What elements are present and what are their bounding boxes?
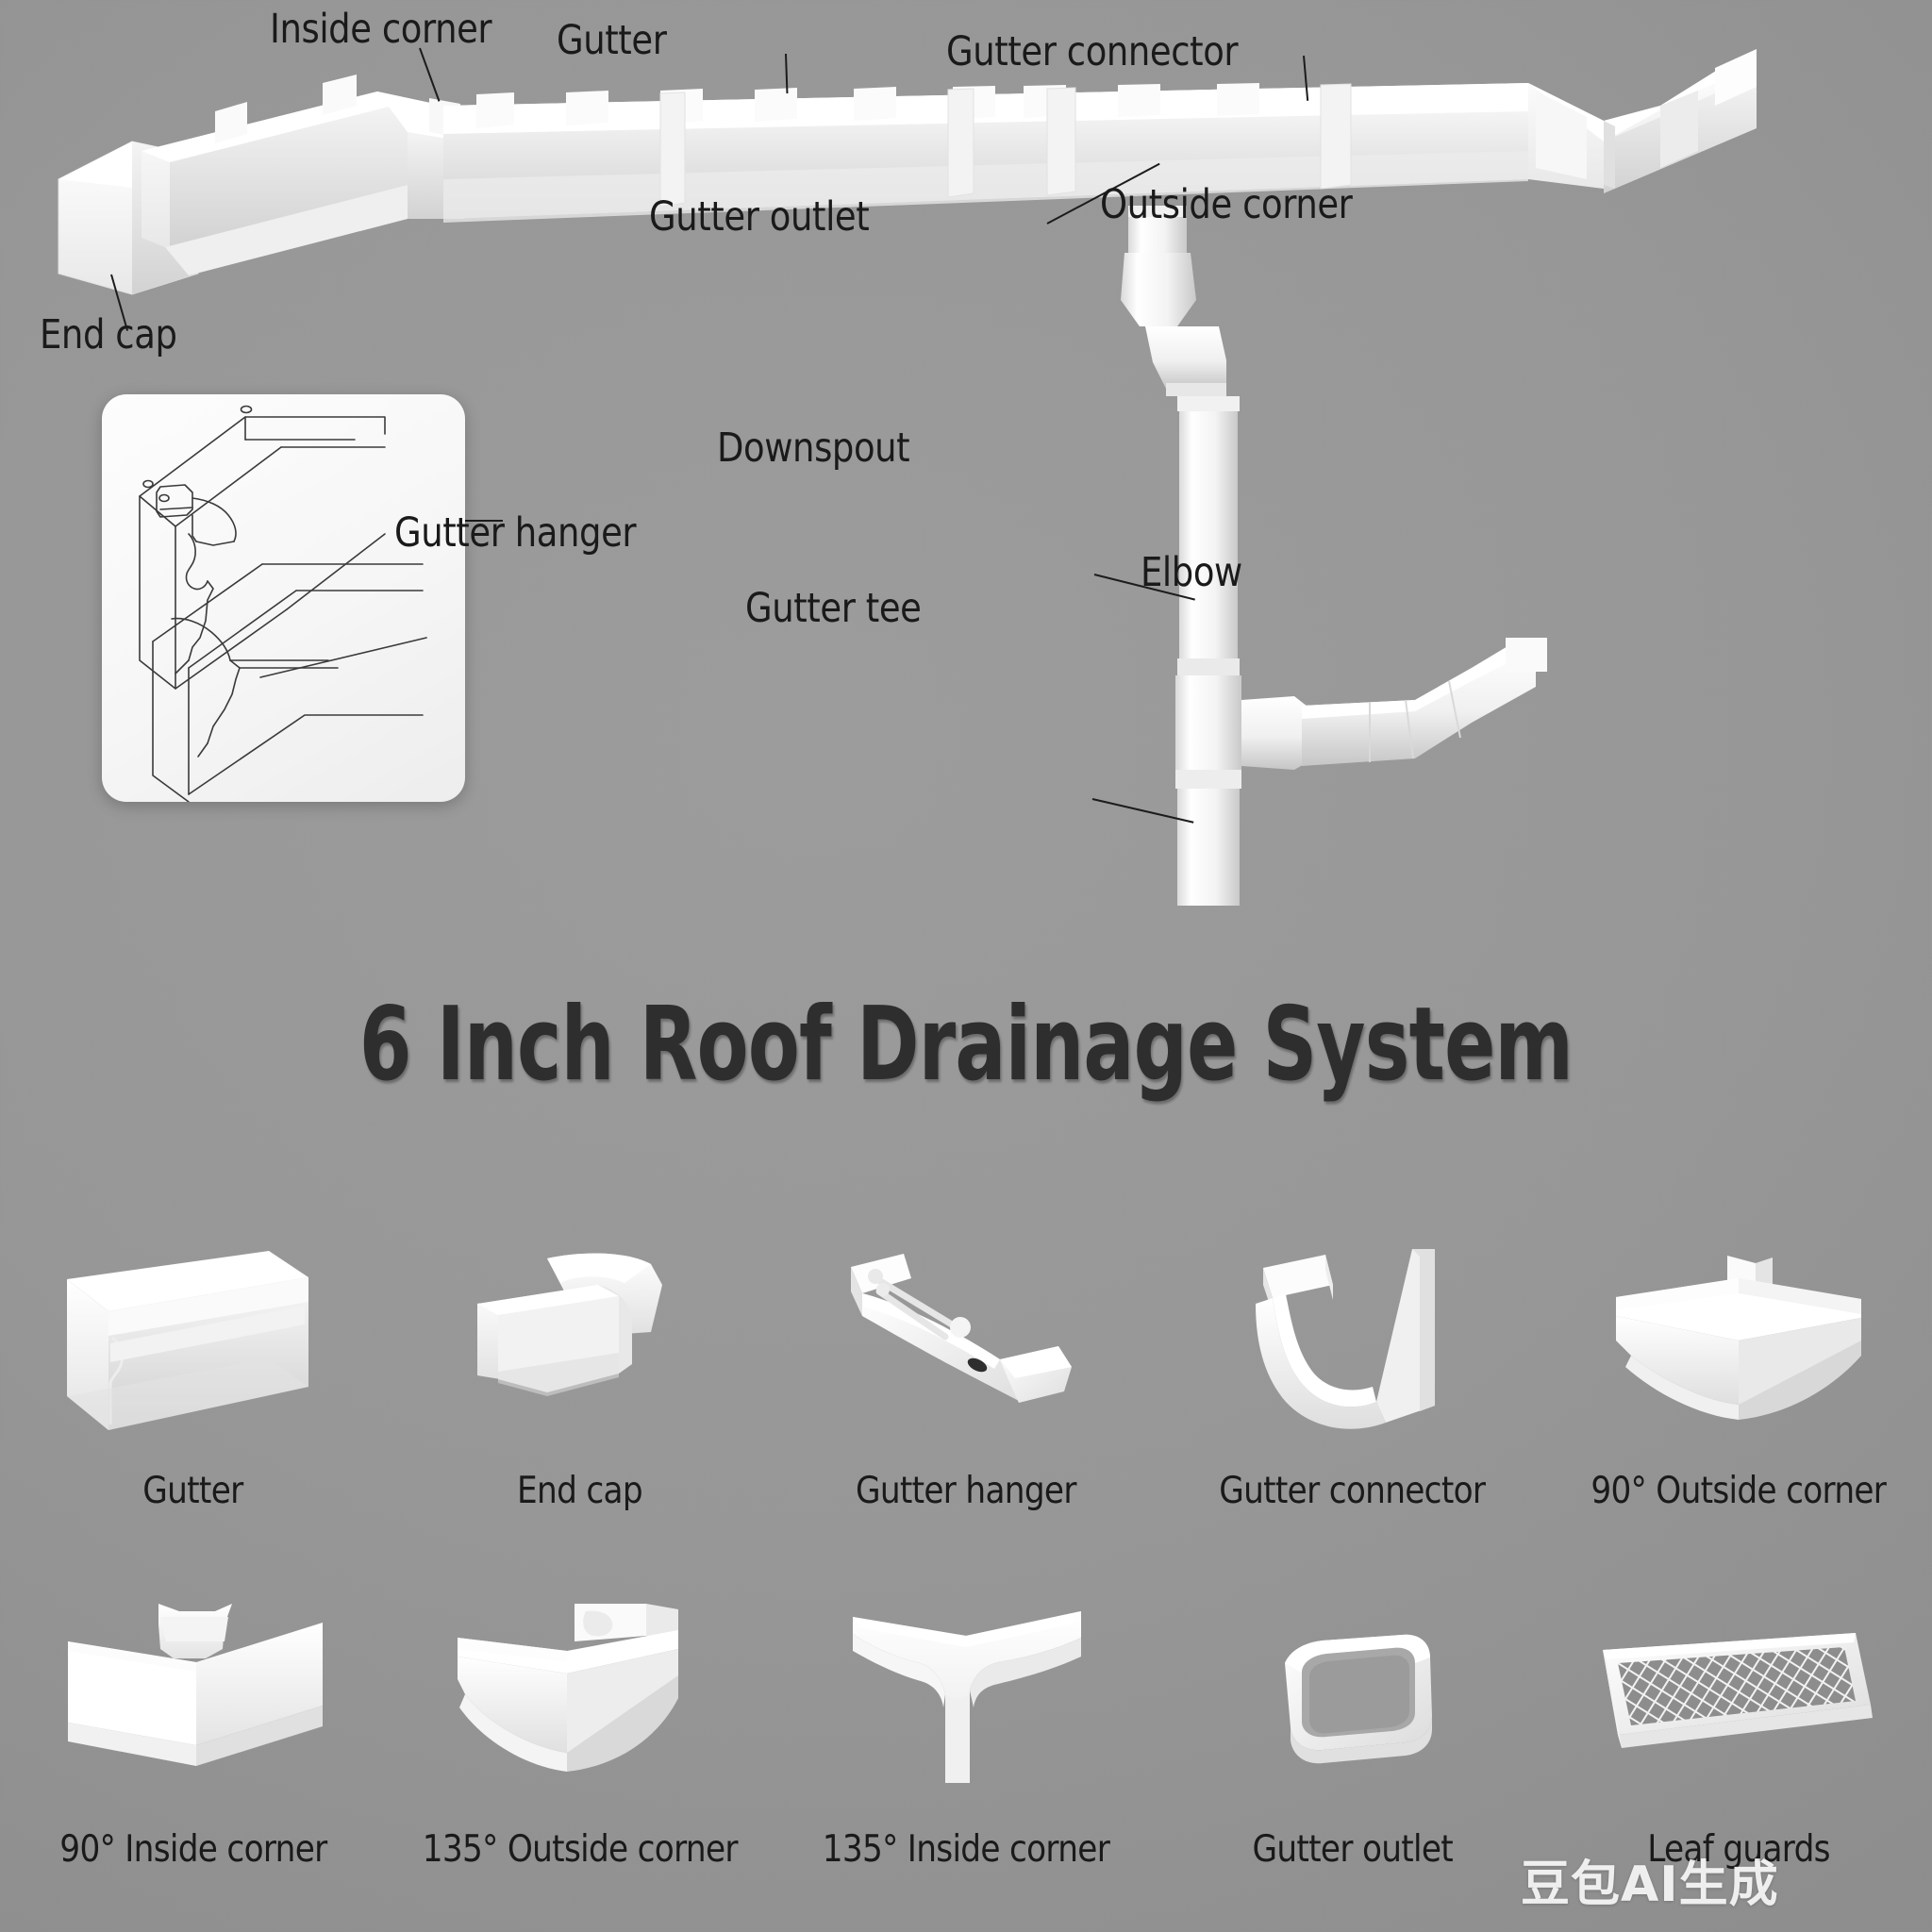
part-card-inside-corner-90[interactable]: 90° Inside corner — [0, 1585, 387, 1932]
outside-corner-135-art — [387, 1585, 774, 1821]
part-card-gutter[interactable]: Gutter — [0, 1226, 387, 1575]
diagram-elbow — [1302, 638, 1547, 766]
diagram-gutter-tee — [1175, 675, 1321, 906]
label-outside-corner: Outside corner — [1100, 181, 1353, 228]
label-downspout: Downspout — [717, 425, 910, 472]
label-end-cap: End cap — [40, 311, 177, 358]
end-cap-art — [387, 1226, 774, 1462]
inside-corner-90-art — [0, 1585, 387, 1821]
diagram-gutter-left-run — [142, 75, 408, 275]
part-card-leaf-guard[interactable]: Leaf guards — [1545, 1585, 1932, 1932]
leaf-guard-art — [1545, 1585, 1932, 1821]
part-card-inside-corner-135[interactable]: 135° Inside corner — [773, 1585, 1159, 1932]
part-label: 135° Outside corner — [422, 1828, 738, 1871]
part-label: End cap — [516, 1470, 643, 1512]
part-label: Leaf guards — [1647, 1828, 1830, 1871]
gutter-outlet-art — [1159, 1585, 1546, 1821]
diagram-downspout — [1177, 396, 1240, 675]
part-card-gutter-connector[interactable]: Gutter connector — [1159, 1226, 1546, 1575]
part-label: 135° Inside corner — [822, 1828, 1110, 1871]
label-elbow: Elbow — [1141, 549, 1242, 596]
parts-grid-row-1: Gutter End cap — [0, 1226, 1932, 1575]
part-label: Gutter hanger — [856, 1470, 1076, 1512]
hanger-line-drawing — [139, 405, 427, 803]
outside-corner-90-art — [1545, 1226, 1932, 1462]
ai-generated-watermark: 豆包AI生成 — [1521, 1857, 1779, 1913]
page-title: 6 Inch Roof Drainage System — [358, 986, 1574, 1104]
label-gutter-hanger-inset: Gutter hanger — [394, 509, 637, 557]
part-card-end-cap[interactable]: End cap — [387, 1226, 774, 1575]
gutter-run-illustration — [58, 49, 1757, 906]
gutter-art — [0, 1226, 387, 1462]
gutter-hanger-detail-panel: Gutter hanger — [102, 394, 637, 803]
diagram-downspout-upper-elbow — [1121, 253, 1226, 396]
gutter-connector-art — [1159, 1226, 1546, 1462]
parts-grid-row-2: 90° Inside corner — [0, 1585, 1932, 1932]
label-gutter-tee: Gutter tee — [745, 585, 922, 632]
part-label: Gutter connector — [1219, 1470, 1487, 1512]
inside-corner-135-art — [773, 1585, 1159, 1821]
label-gutter-connector: Gutter connector — [946, 28, 1239, 75]
part-label: 90° Outside corner — [1591, 1470, 1888, 1512]
part-card-outside-corner-90[interactable]: 90° Outside corner — [1545, 1226, 1932, 1575]
part-card-gutter-outlet[interactable]: Gutter outlet — [1159, 1585, 1546, 1932]
part-label: Gutter outlet — [1252, 1828, 1453, 1871]
part-label: 90° Inside corner — [59, 1828, 327, 1871]
diagram-outside-corner — [1528, 49, 1757, 193]
label-gutter-outlet: Gutter outlet — [649, 193, 870, 241]
diagram-gutter-main-run — [443, 83, 1528, 223]
label-inside-corner: Inside corner — [270, 6, 492, 53]
part-card-gutter-hanger[interactable]: Gutter hanger — [773, 1226, 1159, 1575]
gutter-hanger-art — [773, 1226, 1159, 1462]
label-gutter: Gutter — [557, 17, 667, 64]
diagram-gutter-outlet — [1128, 206, 1187, 253]
part-label: Gutter — [142, 1470, 244, 1512]
system-overview-diagram: End cap Inside corner Gutter Gutter conn… — [0, 0, 1932, 943]
part-card-outside-corner-135[interactable]: 135° Outside corner — [387, 1585, 774, 1932]
